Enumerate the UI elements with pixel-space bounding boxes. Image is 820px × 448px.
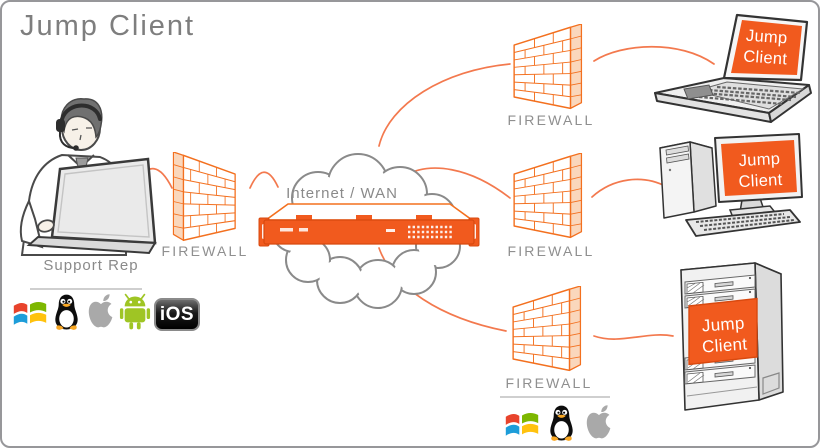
server-screen-label: Jump Client [701, 313, 748, 357]
firewall-top-label: FIREWALL [507, 112, 595, 128]
apple-icon [583, 404, 614, 442]
windows-icon [504, 406, 540, 442]
linux-icon [546, 404, 577, 442]
page-title: Jump Client [20, 10, 196, 42]
ios-badge-label: iOS [159, 303, 195, 325]
laptop-screen-label: Jump Client [742, 26, 789, 69]
connection-cloud-to-firewall-top [378, 63, 511, 147]
divider-remote [500, 396, 610, 398]
connection-firewall-to-desktop [591, 178, 668, 198]
firewall-bottom-icon [510, 286, 582, 377]
firewall-left-label: FIREWALL [161, 243, 249, 259]
remote-laptop-icon [654, 5, 815, 130]
firewall-bottom-label: FIREWALL [505, 375, 593, 391]
headset-icon [60, 103, 102, 121]
apple-icon [85, 293, 116, 331]
cloud-label: Internet / WAN [286, 185, 398, 202]
connection-firewall-to-cloud [249, 171, 279, 189]
support-rep-label: Support Rep [43, 257, 139, 274]
remote-desktop-icon [642, 130, 818, 275]
firewall-middle-icon [511, 153, 583, 244]
ios-icon: iOS [154, 298, 200, 331]
linux-icon [51, 293, 82, 331]
firewall-top-icon [511, 24, 583, 115]
connection-firewall-to-server [593, 334, 674, 340]
rep-laptop-lid [50, 157, 157, 245]
android-icon [119, 293, 151, 331]
firewall-left-icon [172, 152, 238, 247]
remote-os-icons [504, 404, 614, 442]
windows-icon [12, 295, 48, 331]
divider-support [30, 288, 142, 290]
connection-firewall-to-laptop [593, 45, 715, 65]
support-rep-figure [8, 95, 158, 260]
remote-server-icon [667, 250, 807, 430]
support-os-icons: iOS [12, 293, 200, 331]
appliance-icon [258, 198, 480, 255]
firewall-middle-label: FIREWALL [507, 243, 595, 259]
desktop-screen-label: Jump Client [738, 149, 783, 191]
